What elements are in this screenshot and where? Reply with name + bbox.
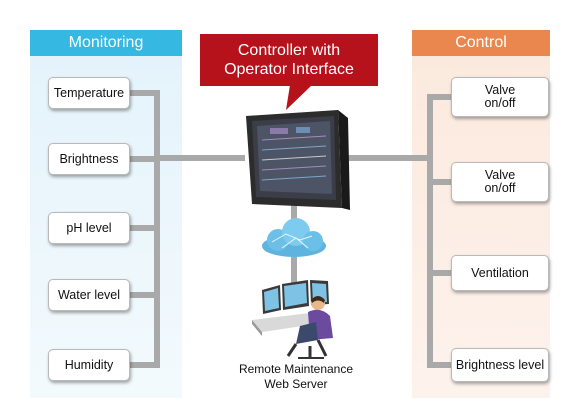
callout-pointer — [286, 85, 312, 110]
server-caption-line-1: Remote Maintenance — [238, 362, 354, 376]
node-valve-1-line-2: on/off — [484, 96, 516, 110]
node-valve-1-line-1: Valve — [484, 83, 516, 97]
controller-device-icon — [246, 110, 350, 210]
server-caption: Remote Maintenance Web Server — [232, 362, 360, 392]
controller-callout: Controller with Operator Interface — [200, 34, 378, 86]
node-brightness-level: Brightness level — [451, 348, 549, 382]
node-valve-2: Valve on/off — [451, 162, 549, 202]
callout-line-1: Controller with — [237, 42, 341, 59]
node-valve-1: Valve on/off — [451, 77, 549, 117]
node-temperature: Temperature — [48, 77, 130, 109]
node-valve-2-line-2: on/off — [484, 181, 516, 195]
connector-lines — [127, 90, 455, 368]
node-brightness: Brightness — [48, 143, 130, 175]
server-caption-line-2: Web Server — [264, 377, 328, 391]
callout-line-2: Operator Interface — [224, 61, 354, 78]
control-header: Control — [412, 30, 550, 56]
node-water-level: Water level — [48, 279, 130, 311]
node-ph-level: pH level — [48, 212, 130, 244]
operator-workstation-icon — [252, 280, 333, 359]
monitoring-header: Monitoring — [30, 30, 182, 56]
node-humidity: Humidity — [48, 349, 130, 381]
node-valve-2-line-1: Valve — [484, 168, 516, 182]
cloud-icon — [262, 218, 326, 257]
node-ventilation: Ventilation — [451, 255, 549, 291]
